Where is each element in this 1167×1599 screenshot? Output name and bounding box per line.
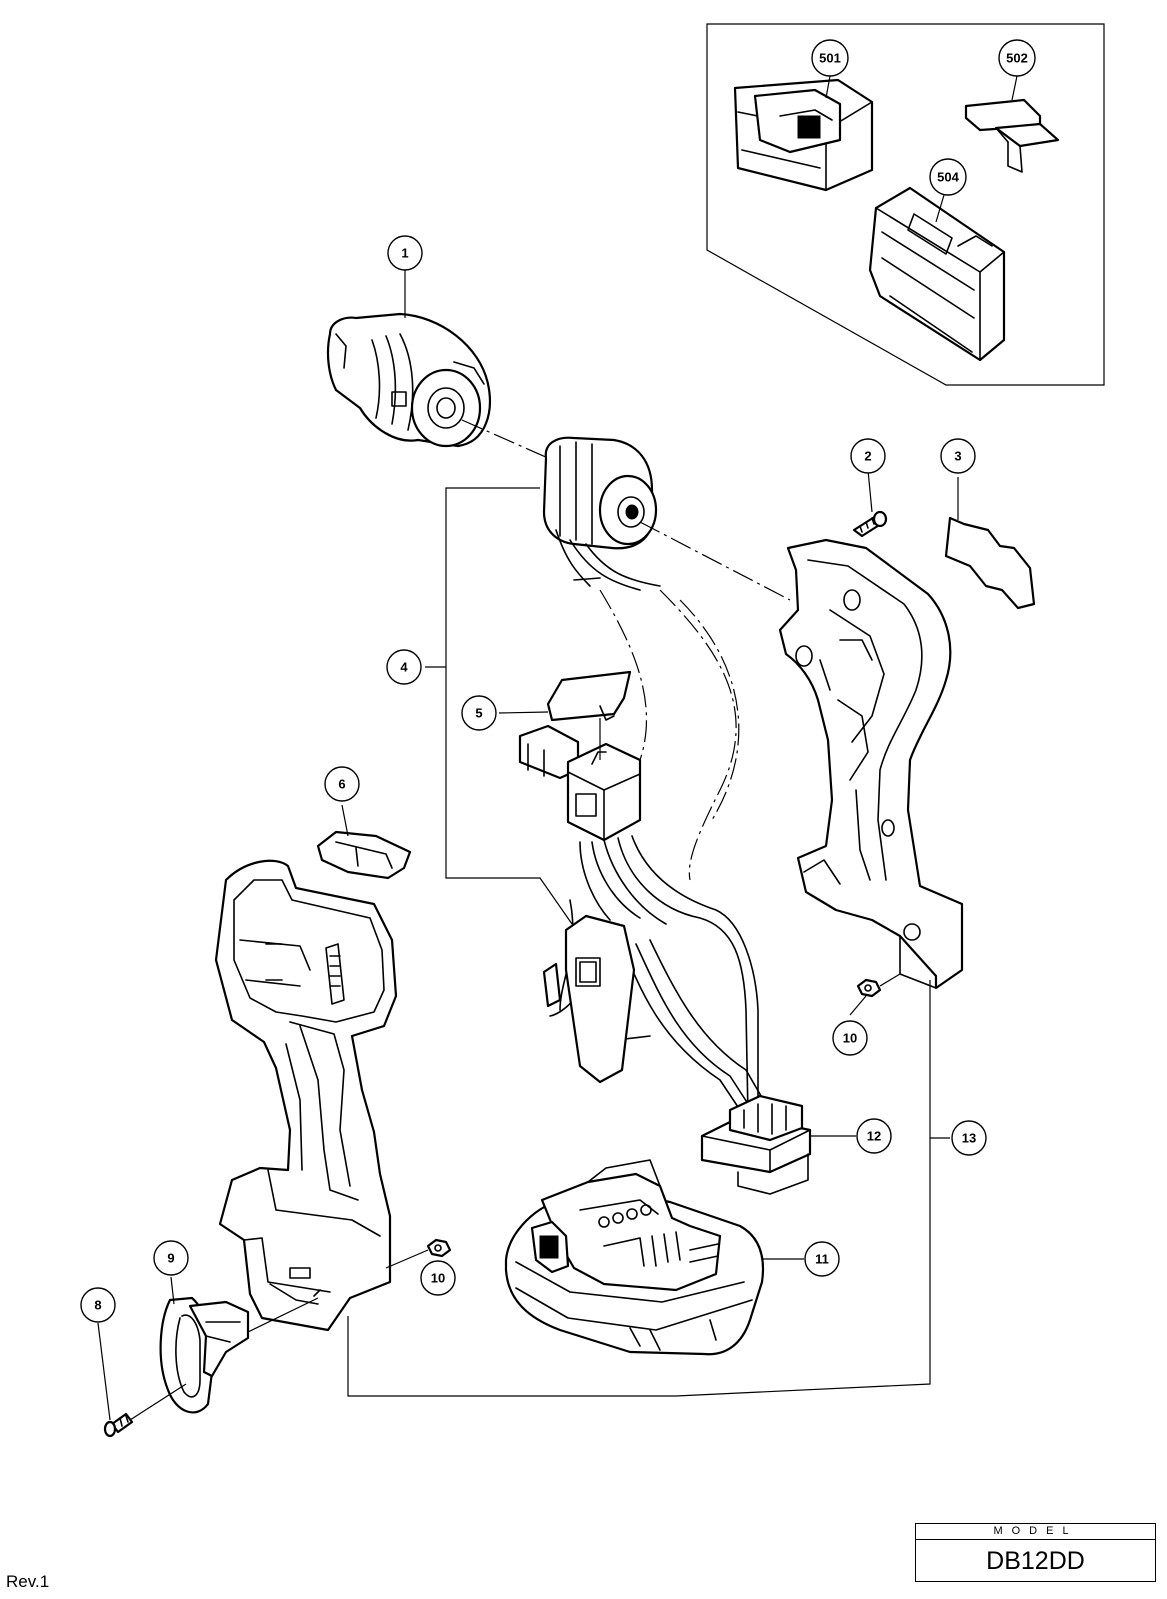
callout-5: 5: [461, 695, 497, 731]
callout-8: 8: [80, 1287, 116, 1323]
callout-502: 502: [998, 39, 1036, 101]
model-box: MODEL DB12DD: [915, 1523, 1156, 1582]
routing-line: [659, 589, 737, 881]
callout-1: 1: [387, 235, 423, 271]
terminal-plate: [542, 914, 636, 1084]
callout-2: 2: [850, 438, 886, 474]
switch-assembly: [518, 724, 642, 842]
battery-11: [504, 1159, 765, 1356]
callout-11: 11: [804, 1241, 840, 1277]
callout-10-left: 10: [420, 1260, 456, 1296]
axis-line: [461, 419, 549, 459]
callout-4: 4: [386, 649, 422, 685]
callout-13: 13: [951, 1120, 987, 1156]
nameplate-3: [944, 516, 1036, 610]
svg-text:501: 501: [819, 51, 841, 66]
callout-6: 6: [324, 766, 360, 802]
svg-text:13: 13: [962, 1131, 976, 1146]
svg-text:1: 1: [401, 246, 408, 261]
accessories-box: [706, 23, 1105, 386]
model-label: MODEL: [916, 1524, 1155, 1540]
case-504: [868, 186, 1006, 362]
housing-right-13: [778, 538, 964, 990]
screw-8: [103, 1412, 134, 1438]
svg-text:6: 6: [338, 777, 345, 792]
svg-text:504: 504: [937, 170, 959, 185]
routing-line: [679, 599, 740, 821]
motor-assembly-4: [542, 436, 661, 591]
housing-left: [214, 859, 398, 1332]
lever-5: [546, 670, 632, 722]
axis-line: [639, 521, 791, 601]
terminal-12: [700, 1094, 812, 1195]
nut-10-right: [856, 978, 882, 998]
svg-text:12: 12: [867, 1129, 881, 1144]
callout-12: 12: [856, 1118, 892, 1154]
routing-line: [599, 589, 648, 761]
leader-lines: [97, 270, 959, 1421]
svg-text:3: 3: [954, 449, 961, 464]
callout-3: 3: [940, 438, 976, 474]
svg-text:10: 10: [431, 1271, 445, 1286]
model-number: DB12DD: [986, 1547, 1085, 1575]
nut-10-left: [426, 1238, 452, 1258]
svg-text:5: 5: [475, 706, 482, 721]
svg-text:9: 9: [167, 1251, 174, 1266]
charger-501: [733, 78, 874, 192]
callout-504: 504: [929, 158, 967, 223]
gear-case-1: [326, 312, 491, 448]
svg-text:502: 502: [1006, 51, 1028, 66]
svg-text:4: 4: [400, 660, 408, 675]
callout-10-right: 10: [832, 1020, 868, 1056]
belt-hook-9: [159, 1296, 250, 1414]
svg-text:10: 10: [843, 1031, 857, 1046]
callout-9: 9: [153, 1240, 189, 1276]
hook-502: [964, 98, 1060, 173]
cover-6: [316, 830, 412, 880]
svg-text:8: 8: [94, 1298, 101, 1313]
callout-501: 501: [811, 39, 849, 99]
screw-2: [852, 510, 888, 538]
svg-text:2: 2: [864, 449, 871, 464]
revision-label: Rev.1: [6, 1572, 50, 1591]
svg-text:11: 11: [815, 1252, 829, 1267]
